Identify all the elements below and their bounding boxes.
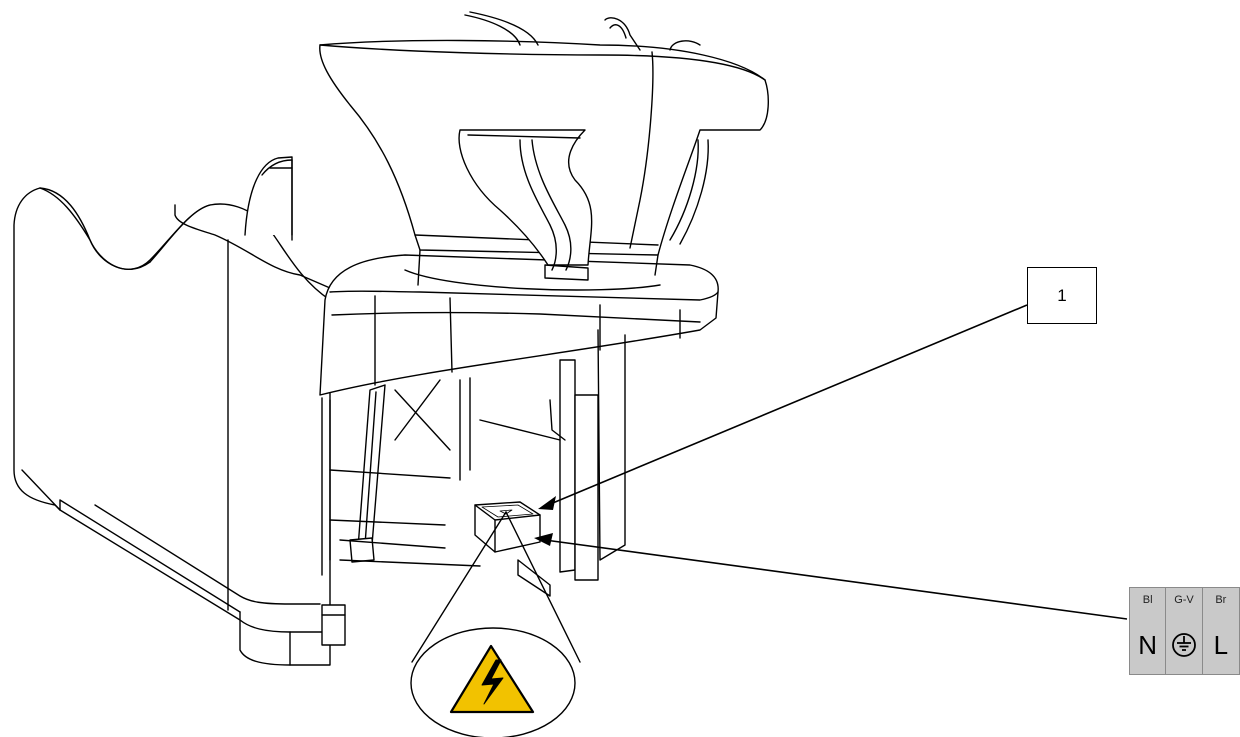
- terminal-block: Bl G-V Br N L: [1129, 587, 1240, 675]
- callout-number: 1: [1057, 285, 1067, 305]
- terminal-ground: [1166, 616, 1203, 674]
- junction-box: [474, 501, 541, 553]
- terminal-code-neutral: Bl: [1130, 588, 1167, 616]
- terminal-letter-neutral: N: [1130, 616, 1167, 674]
- terminal-code-ground: G-V: [1166, 588, 1203, 616]
- terminal-leader: [534, 533, 1128, 620]
- high-voltage-warning-icon: [449, 644, 535, 714]
- base-frame: [321, 329, 626, 646]
- earth-ground-icon: [1172, 633, 1196, 657]
- terminal-code-live: Br: [1215, 594, 1227, 606]
- washbasin: [319, 11, 769, 286]
- detail-magnifier: [410, 511, 581, 737]
- callout-leader: [538, 304, 1028, 510]
- shelf: [319, 254, 719, 396]
- chair-body: [13, 156, 331, 666]
- callout-label-1: 1: [1027, 267, 1097, 324]
- terminal-letter-live: L: [1213, 629, 1229, 660]
